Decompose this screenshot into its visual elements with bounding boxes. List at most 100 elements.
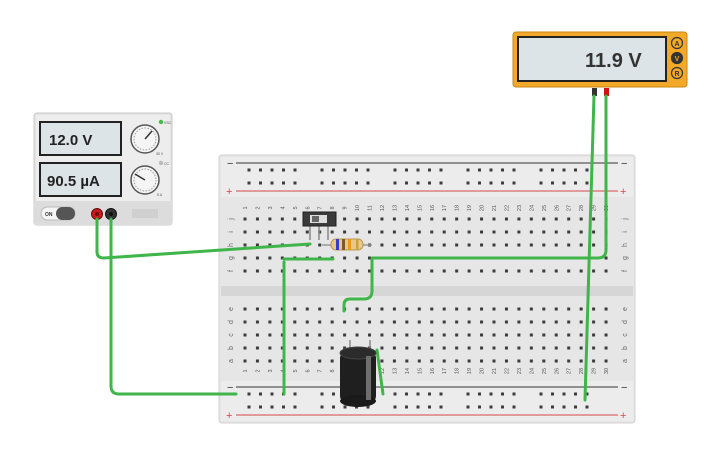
breadboard-hole[interactable] bbox=[455, 269, 459, 273]
breadboard-hole[interactable] bbox=[280, 333, 284, 337]
breadboard-hole[interactable] bbox=[268, 243, 272, 247]
breadboard-hole[interactable] bbox=[270, 168, 274, 172]
resistor[interactable] bbox=[322, 238, 372, 251]
breadboard-hole[interactable] bbox=[280, 217, 284, 221]
breadboard-hole[interactable] bbox=[280, 320, 284, 324]
breadboard-hole[interactable] bbox=[393, 392, 397, 396]
breadboard-hole[interactable] bbox=[430, 346, 434, 350]
breadboard-hole[interactable] bbox=[480, 346, 484, 350]
breadboard-hole[interactable] bbox=[355, 320, 359, 324]
breadboard-hole[interactable] bbox=[466, 392, 470, 396]
breadboard-hole[interactable] bbox=[554, 243, 558, 247]
breadboard-hole[interactable] bbox=[492, 230, 496, 234]
breadboard-hole[interactable] bbox=[467, 269, 471, 273]
breadboard-hole[interactable] bbox=[416, 168, 420, 172]
breadboard-hole[interactable] bbox=[430, 217, 434, 221]
breadboard-hole[interactable] bbox=[243, 359, 247, 363]
breadboard-hole[interactable] bbox=[442, 346, 446, 350]
breadboard-hole[interactable] bbox=[501, 181, 504, 185]
breadboard-hole[interactable] bbox=[585, 181, 589, 185]
breadboard-hole[interactable] bbox=[430, 359, 434, 363]
breadboard-hole[interactable] bbox=[504, 346, 508, 350]
breadboard-hole[interactable] bbox=[280, 359, 284, 363]
breadboard-hole[interactable] bbox=[480, 320, 484, 324]
breadboard-hole[interactable] bbox=[504, 307, 508, 311]
breadboard-hole[interactable] bbox=[355, 217, 359, 221]
breadboard-hole[interactable] bbox=[305, 307, 309, 311]
probe-red-socket[interactable] bbox=[604, 88, 609, 96]
mode-ammeter-button[interactable]: A bbox=[670, 36, 684, 50]
breadboard-hole[interactable] bbox=[478, 392, 481, 396]
breadboard-hole[interactable] bbox=[428, 405, 431, 409]
breadboard-hole[interactable] bbox=[393, 181, 397, 185]
breadboard-hole[interactable] bbox=[368, 320, 371, 324]
breadboard-hole[interactable] bbox=[467, 243, 471, 247]
breadboard-hole[interactable] bbox=[380, 333, 384, 337]
breadboard-hole[interactable] bbox=[330, 230, 334, 234]
breadboard-hole[interactable] bbox=[243, 230, 247, 234]
breadboard-hole[interactable] bbox=[318, 269, 322, 273]
breadboard-hole[interactable] bbox=[504, 333, 508, 337]
breadboard-hole[interactable] bbox=[268, 269, 272, 273]
breadboard-hole[interactable] bbox=[380, 230, 384, 234]
breadboard-hole[interactable] bbox=[542, 333, 546, 337]
breadboard-hole[interactable] bbox=[579, 243, 583, 247]
breadboard-hole[interactable] bbox=[380, 346, 384, 350]
breadboard-hole[interactable] bbox=[247, 181, 251, 185]
breadboard-hole[interactable] bbox=[268, 333, 272, 337]
negative-terminal[interactable] bbox=[105, 208, 117, 220]
breadboard-hole[interactable] bbox=[280, 256, 284, 260]
breadboard-hole[interactable] bbox=[512, 168, 516, 172]
breadboard-hole[interactable] bbox=[455, 217, 459, 221]
breadboard-hole[interactable] bbox=[517, 359, 521, 363]
breadboard-hole[interactable] bbox=[579, 359, 583, 363]
breadboard-hole[interactable] bbox=[255, 320, 259, 324]
breadboard-hole[interactable] bbox=[430, 243, 434, 247]
breadboard-hole[interactable] bbox=[243, 243, 247, 247]
breadboard-hole[interactable] bbox=[305, 359, 309, 363]
breadboard-hole[interactable] bbox=[579, 269, 583, 273]
voltage-knob[interactable] bbox=[130, 124, 160, 154]
mode-voltmeter-button[interactable]: V bbox=[670, 51, 684, 65]
breadboard-hole[interactable] bbox=[517, 243, 521, 247]
breadboard-hole[interactable] bbox=[455, 346, 459, 350]
breadboard-hole[interactable] bbox=[392, 307, 396, 311]
breadboard-hole[interactable] bbox=[492, 269, 496, 273]
breadboard-hole[interactable] bbox=[405, 346, 409, 350]
breadboard-hole[interactable] bbox=[592, 346, 596, 350]
breadboard-hole[interactable] bbox=[405, 217, 409, 221]
breadboard-hole[interactable] bbox=[567, 333, 571, 337]
breadboard-hole[interactable] bbox=[554, 333, 558, 337]
breadboard-hole[interactable] bbox=[567, 230, 571, 234]
current-knob[interactable] bbox=[130, 165, 160, 195]
wire-psu-negative[interactable] bbox=[109, 217, 238, 396]
breadboard-hole[interactable] bbox=[255, 269, 259, 273]
breadboard-hole[interactable] bbox=[467, 346, 471, 350]
breadboard-hole[interactable] bbox=[504, 230, 508, 234]
breadboard-hole[interactable] bbox=[343, 405, 347, 409]
breadboard-hole[interactable] bbox=[332, 392, 335, 396]
breadboard-hole[interactable] bbox=[501, 405, 504, 409]
breadboard-hole[interactable] bbox=[529, 346, 533, 350]
breadboard-hole[interactable] bbox=[480, 243, 484, 247]
wire-meter-red[interactable] bbox=[370, 94, 608, 260]
breadboard-hole[interactable] bbox=[355, 230, 359, 234]
breadboard-hole[interactable] bbox=[480, 217, 484, 221]
breadboard-hole[interactable] bbox=[417, 217, 421, 221]
breadboard-hole[interactable] bbox=[492, 243, 496, 247]
breadboard-hole[interactable] bbox=[478, 405, 481, 409]
breadboard-hole[interactable] bbox=[480, 307, 484, 311]
breadboard-hole[interactable] bbox=[501, 168, 504, 172]
breadboard-hole[interactable] bbox=[255, 307, 259, 311]
breadboard-hole[interactable] bbox=[392, 217, 396, 221]
breadboard-hole[interactable] bbox=[512, 181, 516, 185]
breadboard-hole[interactable] bbox=[243, 320, 247, 324]
breadboard-hole[interactable] bbox=[430, 320, 434, 324]
breadboard-hole[interactable] bbox=[343, 346, 347, 350]
breadboard-hole[interactable] bbox=[478, 168, 481, 172]
breadboard-hole[interactable] bbox=[504, 243, 508, 247]
breadboard-hole[interactable] bbox=[529, 243, 533, 247]
breadboard-hole[interactable] bbox=[268, 230, 272, 234]
breadboard-hole[interactable] bbox=[293, 333, 297, 337]
